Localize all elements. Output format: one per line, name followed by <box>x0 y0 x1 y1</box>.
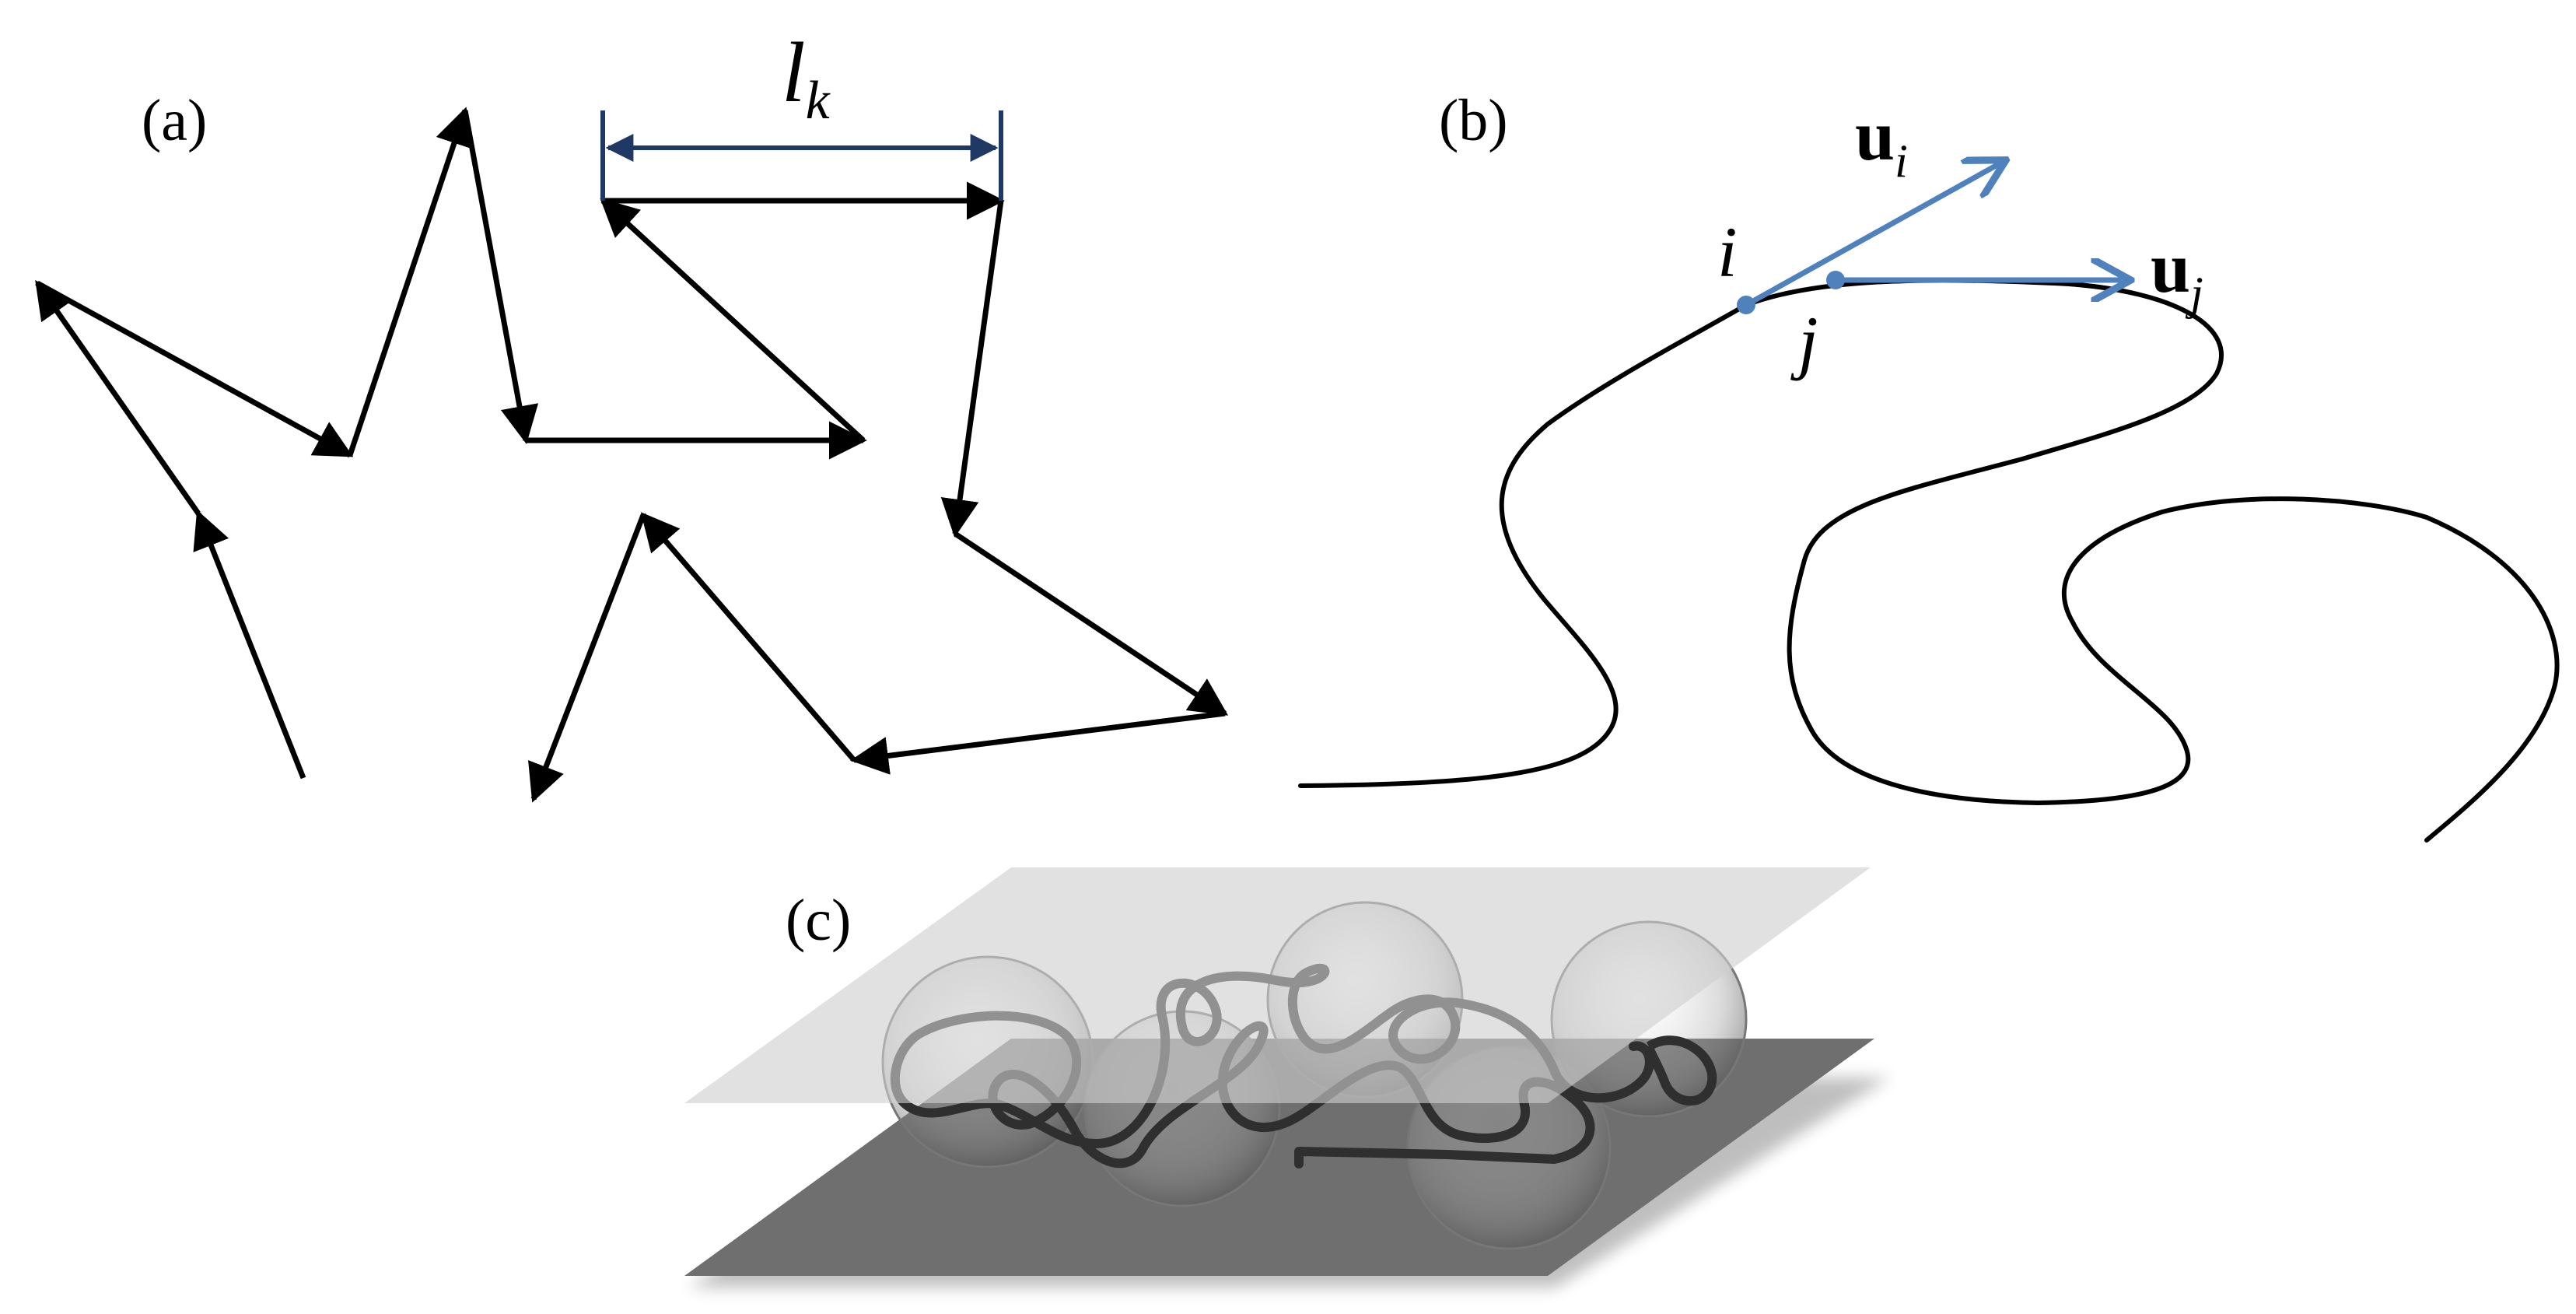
bond-vector <box>462 110 539 444</box>
panel-a-label: (a) <box>142 88 207 153</box>
confined-polymer-loop <box>1644 1035 1717 1106</box>
point-j-label: j <box>1790 302 1818 381</box>
panel-b-label: (b) <box>1439 88 1508 153</box>
bond-length-symbol: l <box>782 25 806 120</box>
bond-vector <box>528 513 646 803</box>
bond-vector <box>954 531 1229 716</box>
vector-ui-symbol: u <box>1855 96 1895 175</box>
point-i-label: i <box>1717 212 1738 292</box>
bond-vector <box>347 107 473 457</box>
worm-like-chain-curve <box>1298 278 2560 843</box>
bond-vector <box>940 200 1004 538</box>
top-plate <box>684 867 1871 1103</box>
bond-vector <box>35 279 201 516</box>
vector-ui-subscript: i <box>1895 135 1908 187</box>
panel-c-label: (c) <box>786 888 851 953</box>
panel-a: (a) lk <box>35 25 1229 803</box>
bond-vector <box>36 280 354 458</box>
bond-vector <box>193 510 306 780</box>
bond-length-dimension <box>600 110 1003 201</box>
vector-uj-symbol: u <box>2151 228 2190 307</box>
tangent-vector-ui <box>1745 162 2003 308</box>
bond-length-subscript: k <box>806 71 831 131</box>
bond-length-label: lk <box>782 25 831 131</box>
bond-vector <box>640 512 856 762</box>
bond-vector <box>600 198 866 443</box>
vector-uj-label: uj <box>2151 228 2203 319</box>
panel-c: (c) <box>684 867 1890 1288</box>
vector-ui-label: ui <box>1855 96 1908 187</box>
bond-vector <box>850 710 1226 775</box>
bond-vectors <box>35 107 1229 803</box>
panel-b: (b) i j ui uj <box>1298 88 2560 843</box>
